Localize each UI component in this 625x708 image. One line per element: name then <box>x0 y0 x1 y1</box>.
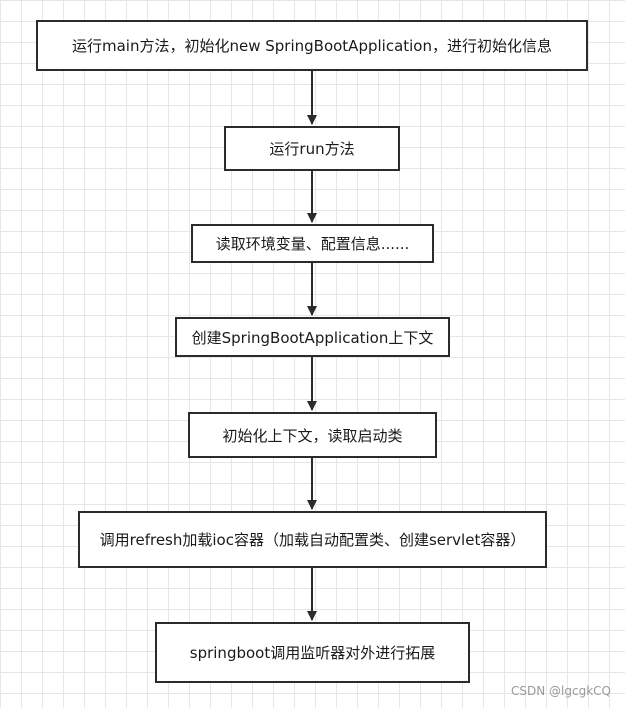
step-box-read-env: 读取环境变量、配置信息...... <box>191 224 434 263</box>
step-box-init-context: 初始化上下文，读取启动类 <box>188 412 437 458</box>
step-label: 运行run方法 <box>269 140 355 158</box>
step-box-init-main: 运行main方法，初始化new SpringBootApplication，进行… <box>36 20 588 71</box>
watermark: CSDN @lgcgkCQ <box>511 684 611 698</box>
step-label: 读取环境变量、配置信息...... <box>215 235 410 253</box>
step-box-run-method: 运行run方法 <box>224 126 400 171</box>
step-label: springboot调用监听器对外进行拓展 <box>189 644 436 662</box>
step-label: 运行main方法，初始化new SpringBootApplication，进行… <box>72 37 552 55</box>
step-label: 调用refresh加载ioc容器（加载自动配置类、创建servlet容器） <box>99 531 526 549</box>
step-box-listeners: springboot调用监听器对外进行拓展 <box>155 622 470 683</box>
step-box-refresh-ioc: 调用refresh加载ioc容器（加载自动配置类、创建servlet容器） <box>78 511 547 568</box>
step-label: 创建SpringBootApplication上下文 <box>191 328 434 347</box>
step-label: 初始化上下文，读取启动类 <box>222 426 403 445</box>
step-box-create-context: 创建SpringBootApplication上下文 <box>175 317 450 357</box>
